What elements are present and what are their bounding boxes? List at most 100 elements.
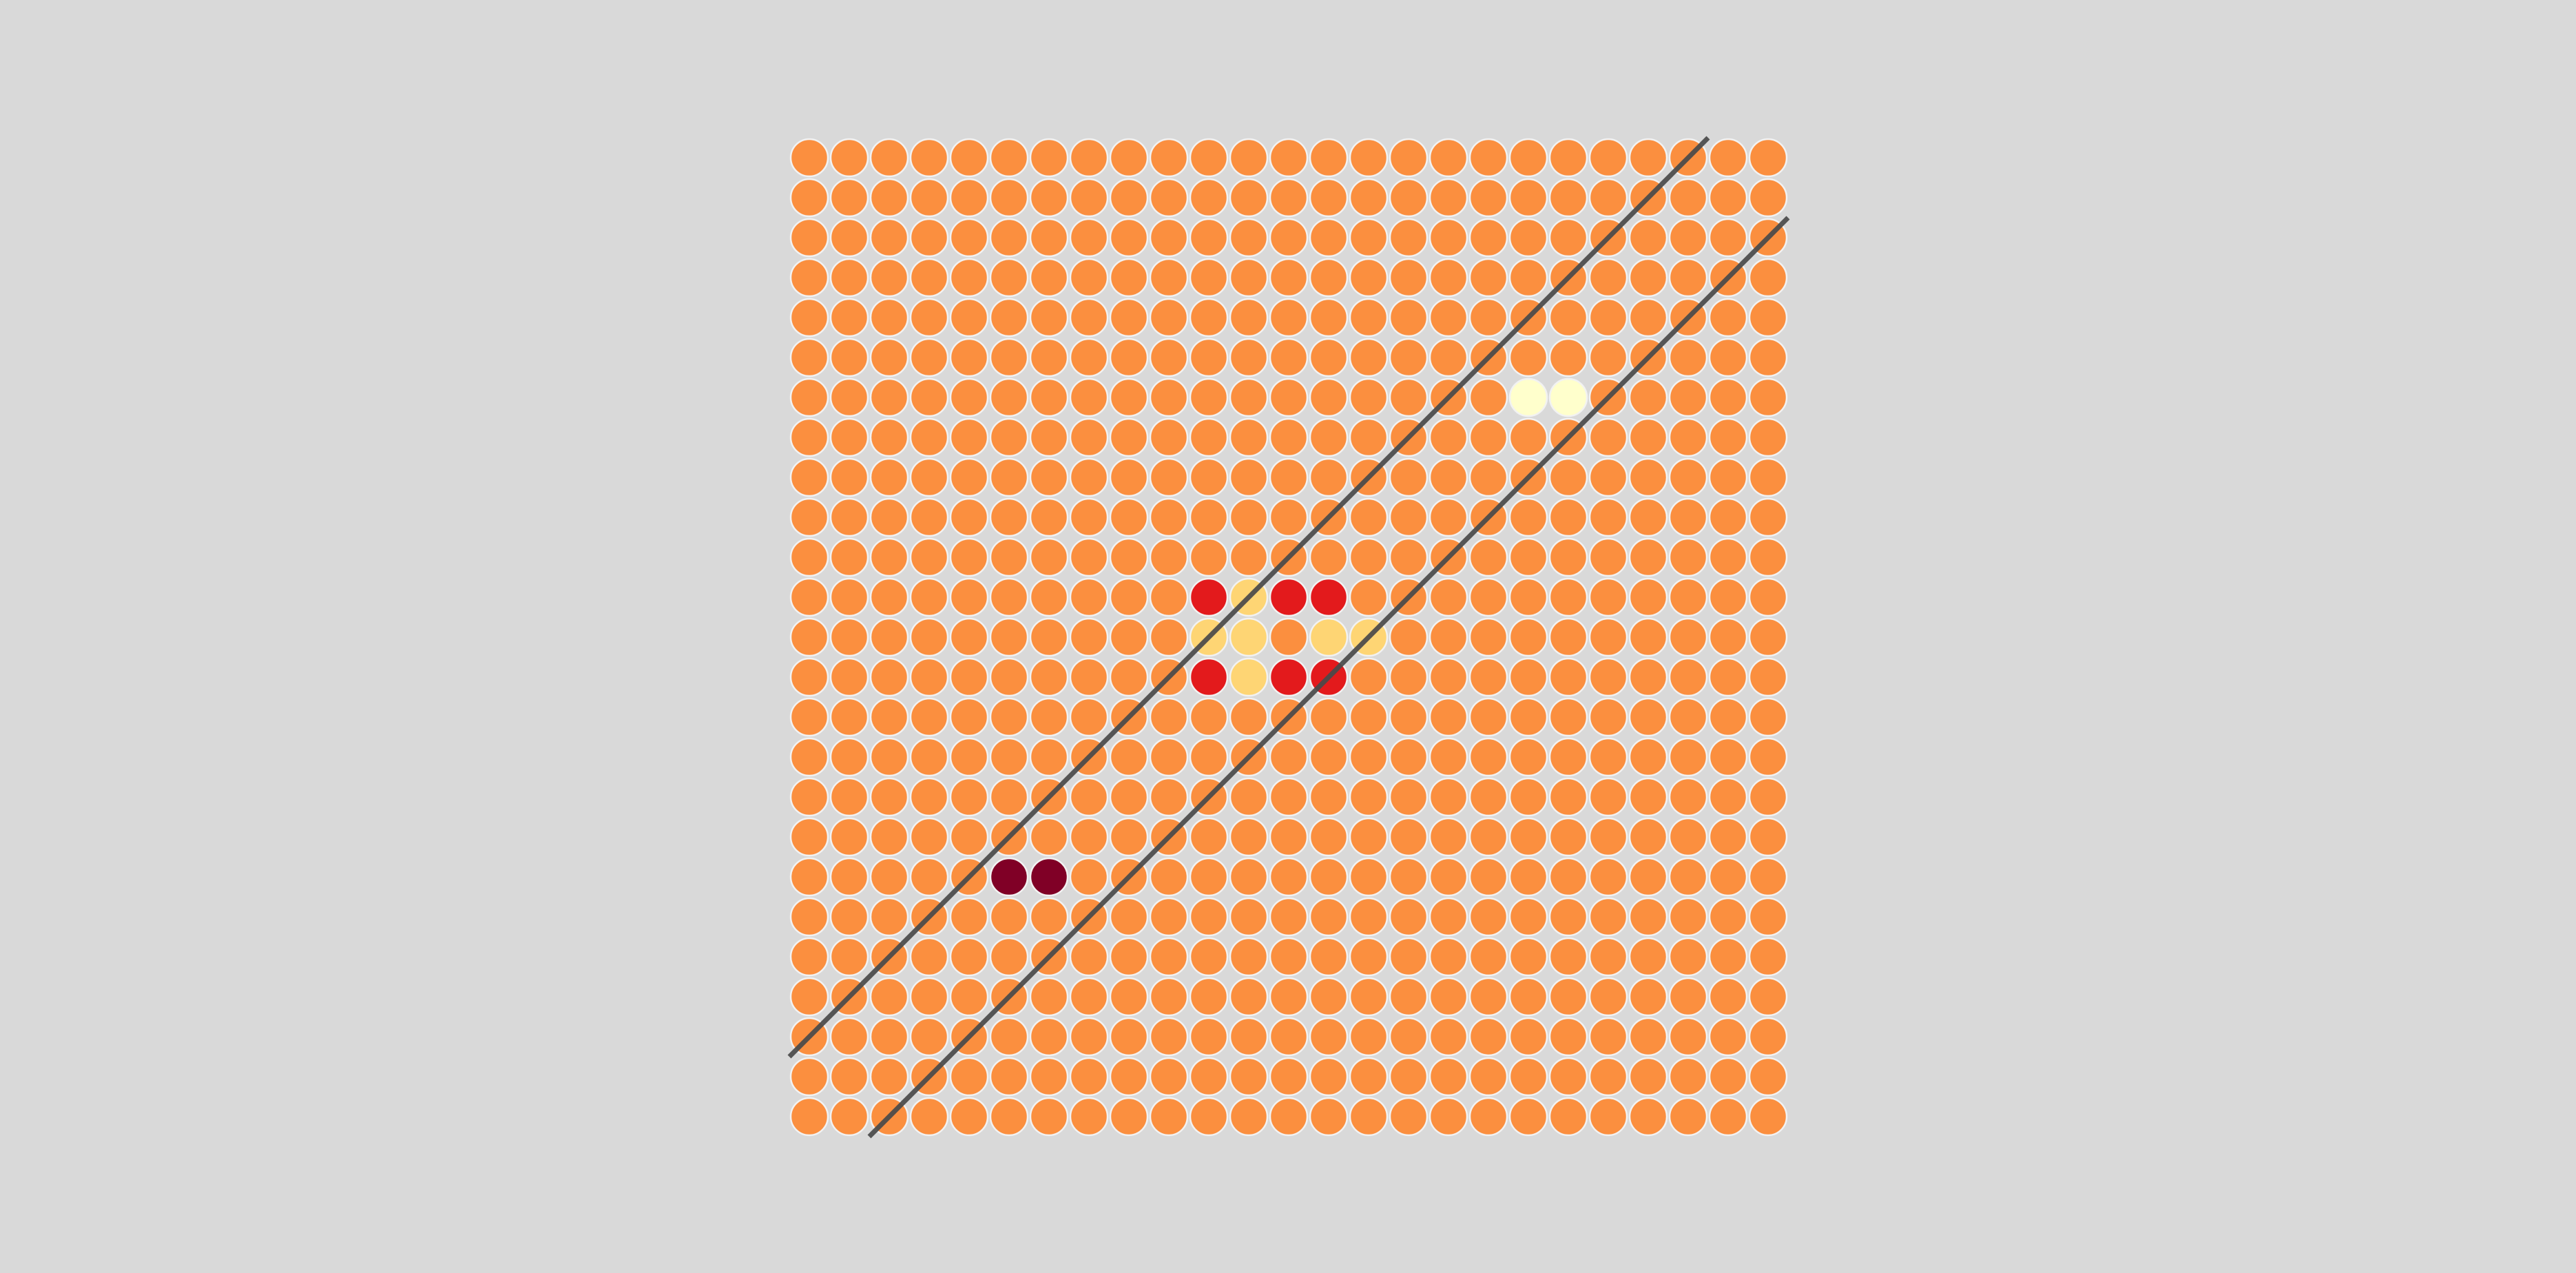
cell-r11-c1[interactable] xyxy=(829,577,869,617)
cell-r10-c13[interactable] xyxy=(1309,537,1349,577)
cell-r11-c14[interactable] xyxy=(1349,577,1389,617)
cell-r11-c0[interactable] xyxy=(789,577,829,617)
cell-r17-c1[interactable] xyxy=(829,817,869,857)
cell-r8-c21[interactable] xyxy=(1628,457,1668,497)
cell-r17-c7[interactable] xyxy=(1069,817,1109,857)
cell-r4-c17[interactable] xyxy=(1468,298,1508,338)
cell-r7-c24[interactable] xyxy=(1748,417,1788,457)
cell-r24-c21[interactable] xyxy=(1628,1097,1668,1137)
cell-r3-c15[interactable] xyxy=(1389,258,1429,298)
cell-r19-c22[interactable] xyxy=(1668,897,1708,937)
cell-r14-c5[interactable] xyxy=(989,697,1029,737)
cell-r11-c8[interactable] xyxy=(1109,577,1149,617)
cell-r23-c20[interactable] xyxy=(1588,1057,1628,1097)
cell-r7-c21[interactable] xyxy=(1628,417,1668,457)
cell-r16-c11[interactable] xyxy=(1229,777,1269,817)
cell-r6-c6[interactable] xyxy=(1029,377,1069,417)
cell-r20-c12[interactable] xyxy=(1269,937,1309,977)
cell-r12-c9[interactable] xyxy=(1149,617,1189,657)
cell-r5-c19[interactable] xyxy=(1548,338,1588,377)
cell-r6-c13[interactable] xyxy=(1309,377,1349,417)
cell-r4-c19[interactable] xyxy=(1548,298,1588,338)
cell-r0-c10[interactable] xyxy=(1189,138,1229,178)
cell-r24-c8[interactable] xyxy=(1109,1097,1149,1137)
cell-r4-c12[interactable] xyxy=(1269,298,1309,338)
cell-r24-c10[interactable] xyxy=(1189,1097,1229,1137)
cell-r10-c20[interactable] xyxy=(1588,537,1628,577)
cell-r20-c9[interactable] xyxy=(1149,937,1189,977)
cell-r12-c21[interactable] xyxy=(1628,617,1668,657)
cell-r1-c9[interactable] xyxy=(1149,178,1189,218)
cell-r13-c19[interactable] xyxy=(1548,657,1588,697)
cell-r18-c14[interactable] xyxy=(1349,857,1389,897)
cell-r14-c15[interactable] xyxy=(1389,697,1429,737)
cell-r1-c16[interactable] xyxy=(1429,178,1468,218)
cell-r23-c12[interactable] xyxy=(1269,1057,1309,1097)
cell-r14-c14[interactable] xyxy=(1349,697,1389,737)
cell-r3-c5[interactable] xyxy=(989,258,1029,298)
cell-r6-c1[interactable] xyxy=(829,377,869,417)
cell-r23-c1[interactable] xyxy=(829,1057,869,1097)
cell-r19-c12[interactable] xyxy=(1269,897,1309,937)
cell-r22-c12[interactable] xyxy=(1269,1017,1309,1057)
cell-r10-c24[interactable] xyxy=(1748,537,1788,577)
cell-r24-c0[interactable] xyxy=(789,1097,829,1137)
cell-r7-c6[interactable] xyxy=(1029,417,1069,457)
cell-r15-c14[interactable] xyxy=(1349,737,1389,777)
cell-r11-c12-red[interactable] xyxy=(1269,577,1309,617)
cell-r5-c18[interactable] xyxy=(1508,338,1548,377)
cell-r19-c8[interactable] xyxy=(1109,897,1149,937)
cell-r9-c12[interactable] xyxy=(1269,497,1309,537)
cell-r18-c9[interactable] xyxy=(1149,857,1189,897)
cell-r9-c8[interactable] xyxy=(1109,497,1149,537)
cell-r9-c7[interactable] xyxy=(1069,497,1109,537)
cell-r10-c3[interactable] xyxy=(909,537,949,577)
cell-r17-c2[interactable] xyxy=(869,817,909,857)
cell-r21-c16[interactable] xyxy=(1429,977,1468,1017)
cell-r13-c6[interactable] xyxy=(1029,657,1069,697)
cell-r23-c23[interactable] xyxy=(1708,1057,1748,1097)
cell-r12-c22[interactable] xyxy=(1668,617,1708,657)
cell-r7-c20[interactable] xyxy=(1588,417,1628,457)
cell-r4-c23[interactable] xyxy=(1708,298,1748,338)
cell-r15-c1[interactable] xyxy=(829,737,869,777)
cell-r7-c16[interactable] xyxy=(1429,417,1468,457)
cell-r0-c8[interactable] xyxy=(1109,138,1149,178)
cell-r9-c2[interactable] xyxy=(869,497,909,537)
cell-r14-c21[interactable] xyxy=(1628,697,1668,737)
cell-r19-c11[interactable] xyxy=(1229,897,1269,937)
cell-r9-c23[interactable] xyxy=(1708,497,1748,537)
cell-r8-c15[interactable] xyxy=(1389,457,1429,497)
cell-r19-c19[interactable] xyxy=(1548,897,1588,937)
cell-r16-c16[interactable] xyxy=(1429,777,1468,817)
cell-r10-c11[interactable] xyxy=(1229,537,1269,577)
cell-r21-c6[interactable] xyxy=(1029,977,1069,1017)
cell-r20-c13[interactable] xyxy=(1309,937,1349,977)
cell-r15-c21[interactable] xyxy=(1628,737,1668,777)
cell-r15-c13[interactable] xyxy=(1309,737,1349,777)
cell-r4-c24[interactable] xyxy=(1748,298,1788,338)
cell-r21-c11[interactable] xyxy=(1229,977,1269,1017)
cell-r7-c10[interactable] xyxy=(1189,417,1229,457)
cell-r24-c13[interactable] xyxy=(1309,1097,1349,1137)
cell-r12-c3[interactable] xyxy=(909,617,949,657)
cell-r1-c10[interactable] xyxy=(1189,178,1229,218)
cell-r22-c13[interactable] xyxy=(1309,1017,1349,1057)
cell-r16-c1[interactable] xyxy=(829,777,869,817)
cell-r22-c16[interactable] xyxy=(1429,1017,1468,1057)
cell-r19-c20[interactable] xyxy=(1588,897,1628,937)
cell-r3-c3[interactable] xyxy=(909,258,949,298)
cell-r4-c11[interactable] xyxy=(1229,298,1269,338)
cell-r12-c11-yellow[interactable] xyxy=(1229,617,1269,657)
cell-r23-c17[interactable] xyxy=(1468,1057,1508,1097)
cell-r2-c5[interactable] xyxy=(989,218,1029,258)
cell-r22-c6[interactable] xyxy=(1029,1017,1069,1057)
cell-r16-c12[interactable] xyxy=(1269,777,1309,817)
cell-r3-c1[interactable] xyxy=(829,258,869,298)
cell-r9-c9[interactable] xyxy=(1149,497,1189,537)
cell-r9-c6[interactable] xyxy=(1029,497,1069,537)
cell-r7-c13[interactable] xyxy=(1309,417,1349,457)
cell-r23-c8[interactable] xyxy=(1109,1057,1149,1097)
cell-r18-c7[interactable] xyxy=(1069,857,1109,897)
cell-r18-c18[interactable] xyxy=(1508,857,1548,897)
